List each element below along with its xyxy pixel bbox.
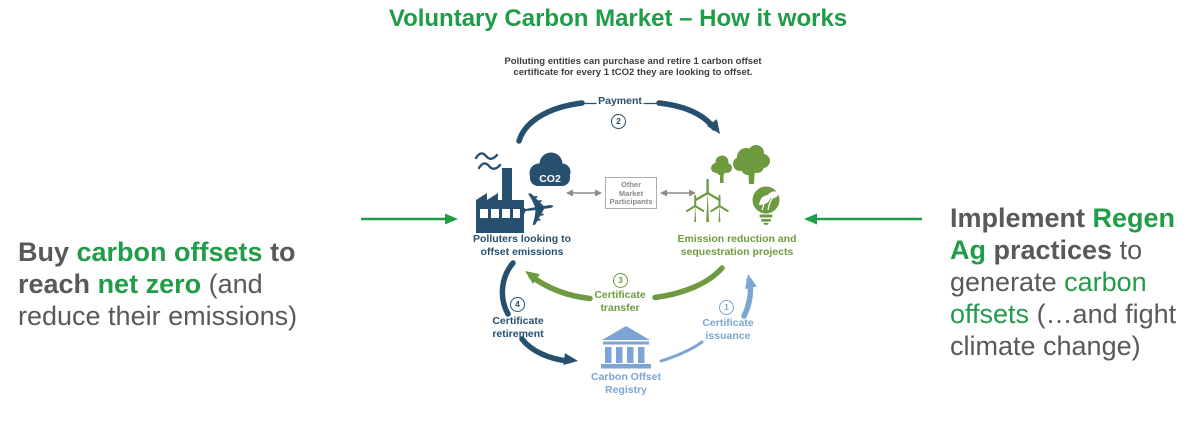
step-2-badge: 2 xyxy=(611,114,626,129)
market-link-arrows xyxy=(566,189,696,197)
co2-label: CO2 xyxy=(539,173,561,185)
payment-arrow xyxy=(516,100,720,144)
projects-line-1: Emission reduction and xyxy=(677,233,797,245)
other-market-participants-box: Other Market Participants xyxy=(605,177,657,209)
retirement-line-2: retirement xyxy=(492,328,544,340)
co2-cloud-icon: CO2 xyxy=(529,152,571,186)
step-1-badge: 1 xyxy=(719,300,734,315)
trees-icon xyxy=(711,145,770,184)
polluters-label: Polluters looking to offset emissions xyxy=(457,233,587,259)
certificate-retirement-label: Certificate retirement xyxy=(468,315,568,341)
payment-label: Payment xyxy=(598,95,642,107)
subtitle-line-1: Polluting entities can purchase and reti… xyxy=(504,56,762,67)
page-title: Voluntary Carbon Market – How it works xyxy=(388,5,848,32)
arrow-right-into-projects xyxy=(804,213,922,225)
polluters-line-1: Polluters looking to xyxy=(472,233,571,245)
registry-line-1: Carbon Offset xyxy=(590,371,661,383)
arrow-left-into-polluters xyxy=(361,213,458,225)
retirement-line-1: Certificate xyxy=(492,315,544,327)
transfer-line-1: Certificate xyxy=(594,289,646,301)
certificate-transfer-label: Certificate transfer xyxy=(570,289,670,315)
certificate-issuance-arrow xyxy=(659,274,757,363)
certificate-retirement-arrow xyxy=(499,260,578,365)
airplane-icon: ✈ xyxy=(514,180,560,239)
carbon-offset-registry-label: Carbon Offset Registry xyxy=(576,371,676,397)
step-3-badge: 3 xyxy=(613,273,628,288)
projects-label: Emission reduction and sequestration pro… xyxy=(672,233,802,259)
eco-bulb-icon xyxy=(752,186,780,225)
projects-line-2: sequestration projects xyxy=(680,246,794,258)
diagram-subtitle: Polluting entities can purchase and reti… xyxy=(33,56,1200,78)
subtitle-line-2: certificate for every 1 tCO2 they are lo… xyxy=(513,67,753,78)
omp-line-1: Other xyxy=(620,180,641,189)
polluters-line-2: offset emissions xyxy=(480,246,564,258)
certificate-transfer-arrow xyxy=(525,265,725,302)
step-4-badge: 4 xyxy=(510,297,525,312)
omp-line-2: Market xyxy=(618,188,644,198)
omp-line-3: Participants xyxy=(609,197,653,207)
transfer-line-2: transfer xyxy=(600,302,640,314)
smoke-icon xyxy=(474,152,502,170)
registry-line-2: Registry xyxy=(604,384,647,396)
wind-turbines-icon xyxy=(686,178,729,222)
certificate-issuance-label: Certificate issuance xyxy=(678,317,778,343)
registry-bank-icon xyxy=(601,326,651,369)
issuance-line-1: Certificate xyxy=(702,317,754,329)
issuance-line-2: issuance xyxy=(705,330,751,342)
factory-icon xyxy=(474,152,524,233)
